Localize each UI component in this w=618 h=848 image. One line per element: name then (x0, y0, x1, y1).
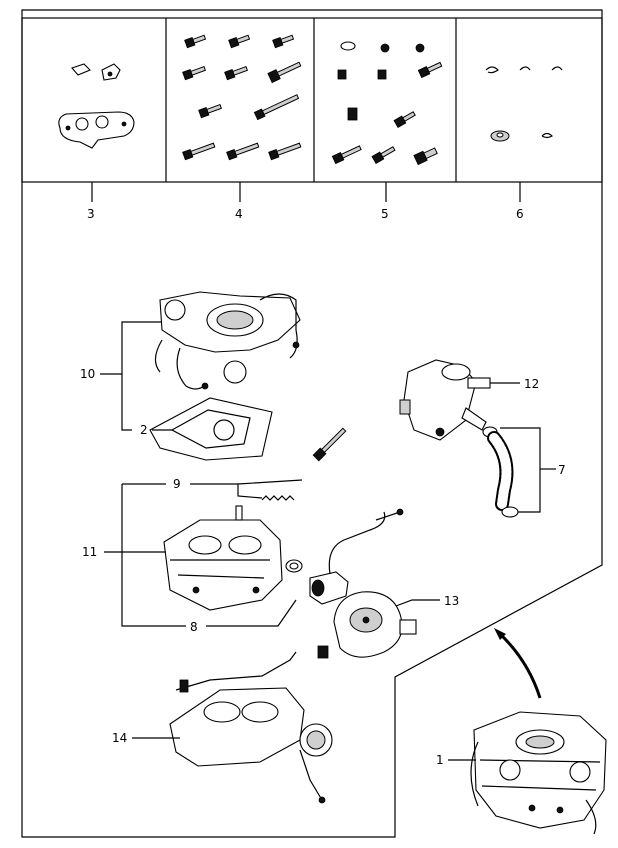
callout-4: 4 (235, 207, 243, 221)
callout-10: 10 (80, 367, 95, 381)
callout-12: 12 (524, 377, 539, 391)
callout-14: 14 (112, 731, 127, 745)
gasket-icon (149, 397, 273, 461)
kit-panel-row (21, 17, 603, 183)
assembly-arrow (496, 630, 542, 699)
choke-cover-icon (317, 591, 417, 659)
callout-1: 1 (436, 753, 444, 767)
callout-11: 11 (82, 545, 97, 559)
thermostat-housing-icon (399, 359, 491, 441)
callout-13: 13 (444, 594, 459, 608)
callout-8: 8 (190, 620, 198, 634)
callout-5: 5 (381, 207, 389, 221)
carburetor-top-cover-icon (154, 291, 301, 390)
callout-9: 9 (173, 477, 181, 491)
carburetor-body-icon (163, 505, 283, 611)
adjusting-screw-spring-icon (261, 427, 347, 501)
screw-set-icon (182, 34, 302, 161)
callout-3: 3 (87, 207, 95, 221)
leader-lines (100, 321, 556, 761)
throttle-body-icon (169, 651, 333, 804)
solenoid-valve-icon (285, 508, 404, 605)
jet-set-icon (331, 41, 443, 166)
hose-icon (482, 426, 519, 518)
callout-7: 7 (558, 463, 566, 477)
small-parts-kit-icon (58, 63, 135, 149)
callout-6: 6 (516, 207, 524, 221)
callout-2: 2 (140, 423, 148, 437)
diagram-frame (21, 9, 603, 838)
carburetor-assembly-icon (470, 711, 607, 835)
clip-washer-set-icon (485, 66, 563, 142)
